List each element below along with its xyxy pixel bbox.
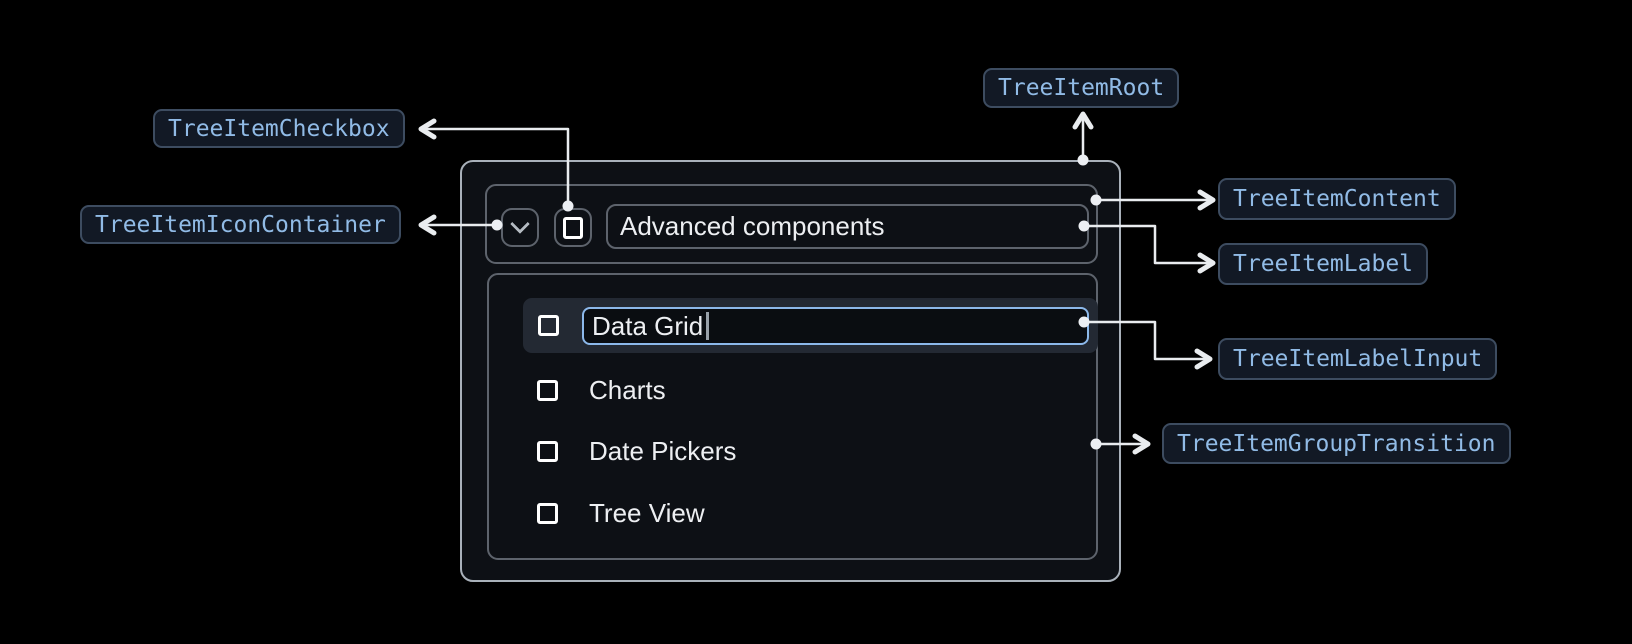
chevron-down-icon bbox=[510, 214, 530, 234]
tree-row-label: Tree View bbox=[589, 497, 705, 528]
tree-row-date-pickers[interactable]: Date Pickers bbox=[537, 436, 937, 466]
tree-row-label: Date Pickers bbox=[589, 435, 737, 466]
text-caret-icon bbox=[706, 312, 710, 340]
checkbox-unchecked-icon[interactable] bbox=[537, 440, 558, 462]
tree-row-tree-view[interactable]: Tree View bbox=[537, 498, 937, 528]
tree-item-checkbox[interactable] bbox=[554, 208, 592, 247]
badge-tree-item-label: TreeItemLabel bbox=[1218, 243, 1429, 285]
badge-tree-item-root: TreeItemRoot bbox=[983, 68, 1180, 108]
label-input-value: Data Grid bbox=[592, 310, 704, 341]
tree-item-icon-container[interactable] bbox=[501, 208, 539, 247]
arrow-tree-item-root bbox=[1072, 111, 1094, 166]
tree-item-root: Advanced components Data Grid Charts Dat… bbox=[460, 160, 1121, 582]
tree-row-editing[interactable]: Data Grid bbox=[523, 298, 1098, 353]
tree-item-label-input[interactable]: Data Grid bbox=[582, 307, 1089, 345]
tree-item-content[interactable]: Advanced components bbox=[485, 184, 1098, 264]
tree-item-label: Advanced components bbox=[606, 204, 1089, 249]
badge-tree-item-content: TreeItemContent bbox=[1218, 178, 1456, 220]
checkbox-unchecked-icon[interactable] bbox=[538, 315, 559, 336]
checkbox-unchecked-icon[interactable] bbox=[537, 379, 558, 401]
tree-item-group-transition: Data Grid Charts Date Pickers Tree View bbox=[487, 273, 1098, 560]
badge-tree-item-group-transition: TreeItemGroupTransition bbox=[1162, 423, 1511, 464]
badge-tree-item-checkbox: TreeItemCheckbox bbox=[153, 109, 405, 148]
tree-item-label-text: Advanced components bbox=[620, 211, 885, 241]
tree-row-label: Charts bbox=[589, 374, 666, 405]
badge-tree-item-icon-container: TreeItemIconContainer bbox=[80, 205, 401, 244]
checkbox-unchecked-icon bbox=[563, 216, 583, 239]
badge-tree-item-label-input: TreeItemLabelInput bbox=[1218, 338, 1498, 380]
checkbox-unchecked-icon[interactable] bbox=[537, 502, 558, 524]
tree-row-charts[interactable]: Charts bbox=[537, 375, 937, 405]
